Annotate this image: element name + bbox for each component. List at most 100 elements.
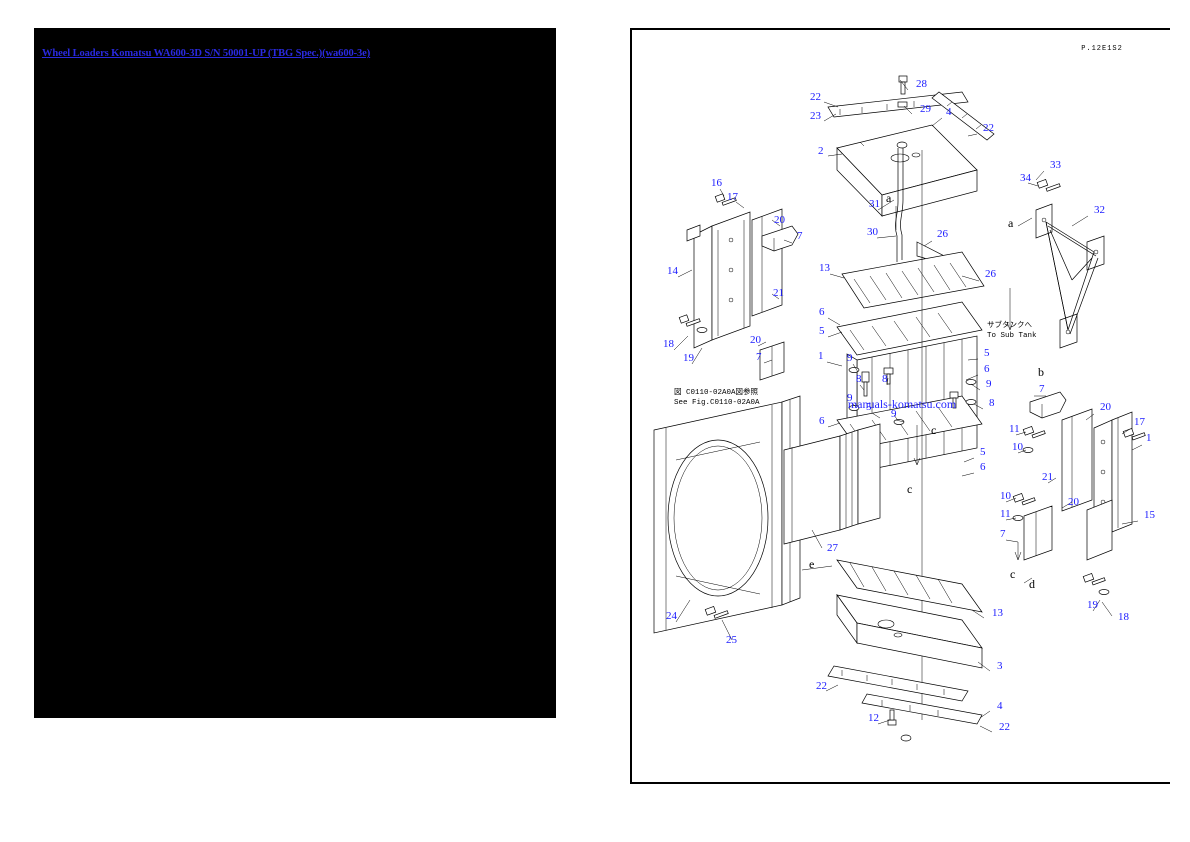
part-number-callout: 33 [1050,159,1062,171]
part-number-callout: 18 [1118,611,1130,623]
part-number-callout: 1 [1146,432,1152,444]
section-letter-callout: c [1010,567,1015,581]
part-number-callout: 13 [992,607,1004,619]
part-bracket-7-right-upper [1029,391,1067,419]
part-number-callout: 1 [818,350,824,362]
part-number-callout: 17 [727,191,739,203]
part-number-callout: 5 [984,347,990,359]
part-number-callout: 9 [891,408,897,420]
part-number-callout: 28 [916,78,928,90]
part-number-callout: 6 [980,461,986,473]
part-tank-2 [836,124,978,217]
svg-text:See Fig.C0110-02A0A: See Fig.C0110-02A0A [674,399,760,407]
part-number-callout: 8 [882,373,888,385]
leader-lines [673,79,1143,733]
part-bolts-10-11-17-18-19-right [1012,426,1146,595]
part-number-callout: 9 [847,392,853,404]
part-number-callout: 20 [1068,496,1080,508]
part-number-callout: 6 [984,363,990,375]
document-title-link[interactable]: Wheel Loaders Komatsu WA600-3D S/N 50001… [42,48,371,59]
section-letter-callout: e [809,557,814,571]
part-number-callout: 7 [1000,528,1006,540]
part-bolt-33-34 [1036,179,1061,192]
part-number-callout: 20 [750,334,762,346]
part-bolts-16-17-18-19 [678,193,737,333]
part-number-callout: 22 [816,680,827,692]
part-brace-32 [1035,203,1105,349]
part-number-callout: 11 [1009,423,1020,435]
part-number-callout: 7 [756,351,762,363]
part-number-callout: 4 [997,700,1003,712]
part-tank-3 [836,593,983,669]
part-number-callout: 10 [1012,441,1024,453]
figure-code: P.12E1S2 [1081,45,1123,53]
part-right-bracket-15 [1086,411,1133,561]
part-number-callout: 20 [774,214,786,226]
part-bolt-25 [704,606,729,619]
part-number-callout: 4 [946,106,952,118]
part-number-callout: 2 [818,145,824,157]
part-number-callout: 21 [1042,471,1053,483]
part-number-callout: 17 [1134,416,1146,428]
part-panel-5-6 [836,301,983,356]
part-strip-22-bottom [827,665,969,702]
section-letter-callout: a [886,191,892,205]
part-number-callout: 29 [920,103,932,115]
part-number-callout: 19 [1087,599,1099,611]
section-letter-callout: c [907,482,912,496]
section-letter-callout: c [931,423,936,437]
svg-text:サブタンクへ: サブタンクへ [987,319,1032,330]
part-bracket-7-upper [761,225,799,252]
part-number-callout: 32 [1094,204,1105,216]
part-number-callout: 27 [827,542,839,554]
part-bolt-28-29 [896,75,908,149]
part-number-callout: 22 [983,122,994,134]
part-number-callout: 22 [810,91,821,103]
part-strip-4-22 [931,91,995,141]
svg-text:図 C0110-02A0A図参照: 図 C0110-02A0A図参照 [674,386,759,397]
part-grille-13-top [841,251,985,309]
parts-diagram-panel: P.12E1S2 [630,28,1170,784]
section-letter-callout: b [1038,365,1044,379]
part-number-callout: 5 [866,401,872,413]
part-bracket-7-lower [759,341,785,381]
part-number-callout: 19 [683,352,695,364]
part-number-callout: 26 [985,268,997,280]
part-number-callout: 14 [667,265,679,277]
part-number-callout: 8 [989,397,995,409]
part-core-27 [783,423,881,545]
part-number-callout: 24 [666,610,678,622]
part-number-callout: 5 [980,446,986,458]
part-number-callout: 6 [819,306,825,318]
part-number-callout: 5 [819,325,825,337]
part-number-callout: 8 [856,373,862,385]
part-number-callout: 26 [937,228,949,240]
note-sub-tank: サブタンクへ To Sub Tank [987,319,1037,340]
part-number-callout: 20 [1100,401,1112,413]
part-fan-shroud-24 [653,395,801,634]
part-number-callout: 23 [810,110,822,122]
part-number-callout: 22 [999,721,1010,733]
part-bolts-8-9 [848,367,977,425]
part-number-callout: 25 [726,634,738,646]
part-number-callout: 7 [1039,383,1045,395]
part-number-callout: 15 [1144,509,1156,521]
part-hose-31-30 [900,148,904,260]
part-number-callout: 7 [797,230,803,242]
svg-text:To Sub Tank: To Sub Tank [987,332,1037,340]
exploded-parts-diagram: P.12E1S2 [653,45,1156,742]
document-preview-panel: Wheel Loaders Komatsu WA600-3D S/N 50001… [34,28,556,718]
part-grille-13-bottom [836,559,983,613]
part-strip-12-4 [861,693,983,742]
part-number-callout: 10 [1000,490,1012,502]
note-see-fig: 図 C0110-02A0A図参照 See Fig.C0110-02A0A [674,386,760,407]
part-number-callout: 21 [773,287,784,299]
part-number-callout: 30 [867,226,879,238]
section-letter-callout: a [1008,216,1014,230]
part-number-callout: 18 [663,338,675,350]
part-number-callout: 11 [1000,508,1011,520]
part-number-callout: 16 [711,177,723,189]
section-letter-callout: d [1029,577,1035,591]
part-number-callout: 13 [819,262,831,274]
